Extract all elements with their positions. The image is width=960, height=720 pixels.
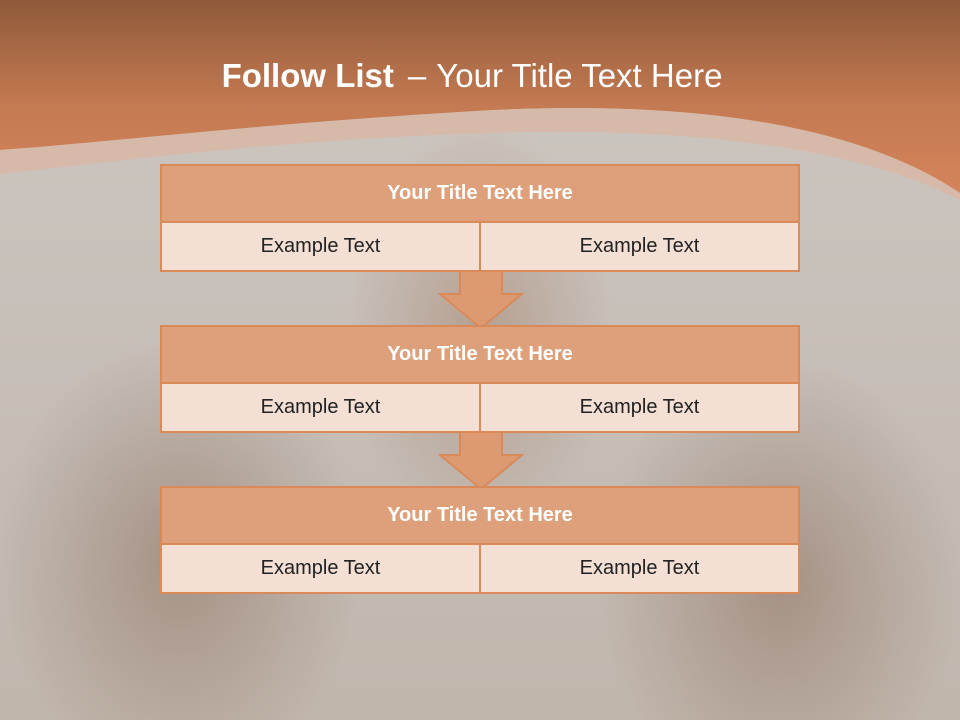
step-cell-right: Example Text (479, 384, 798, 431)
step-row: Example Text Example Text (162, 223, 798, 270)
title-separator: – (407, 57, 427, 94)
step-cell-left: Example Text (260, 557, 381, 579)
down-arrow-icon (438, 270, 524, 330)
step-row: Example Text Example Text (162, 384, 798, 431)
header-band (0, 0, 960, 200)
step-box-1: Your Title Text Here Example Text Exampl… (160, 164, 800, 272)
step-title: Your Title Text Here (162, 327, 798, 384)
step-title: Your Title Text Here (162, 166, 798, 223)
step-cell-left: Example Text (260, 396, 381, 418)
step-cell-right: Example Text (479, 223, 798, 270)
down-arrow-icon (438, 431, 524, 491)
step-box-3: Your Title Text Here Example Text Exampl… (160, 486, 800, 594)
step-cell-right: Example Text (479, 545, 798, 592)
title-bold: Follow List (221, 57, 394, 94)
step-box-2: Your Title Text Here Example Text Exampl… (160, 325, 800, 433)
step-title: Your Title Text Here (162, 488, 798, 545)
slide-title: Follow List–Your Title Text Here (0, 52, 944, 100)
title-rest: Your Title Text Here (436, 57, 723, 94)
step-cell-left: Example Text (260, 235, 381, 257)
step-row: Example Text Example Text (162, 545, 798, 592)
